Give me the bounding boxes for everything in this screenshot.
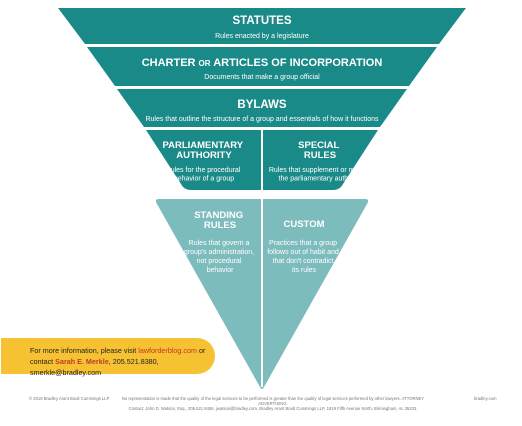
bylaws-subtitle: Rules that outline the structure of a gr… — [145, 116, 379, 123]
bylaws-title: BYLAWS — [237, 99, 287, 111]
charter-band — [87, 47, 437, 86]
statutes-title: STATUTES — [233, 15, 292, 27]
contact-info-box: For more information, please visit lawfo… — [1, 338, 215, 377]
statutes-band — [58, 8, 466, 44]
footer-disclaimer: No representation is made that the quali… — [121, 396, 425, 411]
statutes-subtitle: Rules enacted by a legislature — [215, 33, 309, 40]
parliamentary-authority-title: PARLIAMENTARY AUTHORITY — [162, 140, 245, 161]
footer-copyright: © 2019 Bradley Arant Boult Cummings LLP — [29, 396, 110, 401]
blog-link[interactable]: lawforderblog.com — [138, 346, 197, 355]
info-line-2: contact Sarah E. Merkle, 205.521.8380, s… — [30, 357, 159, 377]
info-line-1: For more information, please visit lawfo… — [30, 346, 206, 355]
charter-subtitle: Documents that make a group official — [204, 74, 320, 81]
custom-desc: Practices that a group follows out of ha… — [267, 240, 341, 274]
standing-rules-desc: Rules that govern a group's administrati… — [184, 240, 256, 274]
parliamentary-authority-desc: Rules for the procedural behavior of a g… — [166, 167, 243, 183]
contact-name: Sarah E. Merkle — [55, 357, 109, 366]
special-rules-title: SPECIAL RULES — [298, 140, 342, 161]
bylaws-band — [117, 89, 407, 127]
standing-rules-title: STANDING RULES — [194, 210, 246, 231]
charter-title: CHARTER OR ARTICLES OF INCORPORATION — [142, 57, 383, 69]
footer-website[interactable]: bradley.com — [474, 396, 497, 401]
special-rules-desc: Rules that supplement or modify the parl… — [269, 167, 371, 183]
custom-title: CUSTOM — [284, 219, 325, 230]
